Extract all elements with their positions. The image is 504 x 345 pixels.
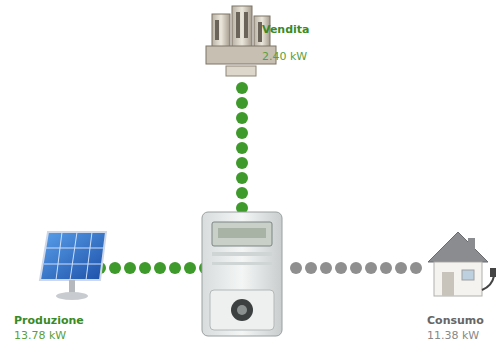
- flow-dot: [236, 172, 248, 184]
- node-title: Consumo: [427, 313, 484, 328]
- flow-dot: [154, 262, 166, 274]
- node-title: Vendita: [262, 22, 310, 37]
- node-title: Produzione: [14, 313, 84, 328]
- house-icon: [428, 232, 496, 296]
- meter-icon: [202, 212, 282, 336]
- flow-dot: [335, 262, 347, 274]
- flow-dot: [236, 142, 248, 154]
- power-value: 11.38 kW: [427, 328, 484, 343]
- solar-panel-icon: [40, 232, 106, 300]
- production-node: Produzione13.78 kW: [14, 313, 84, 343]
- flow-dots: [94, 82, 422, 274]
- flow-dot: [139, 262, 151, 274]
- flow-dot: [236, 82, 248, 94]
- flow-dot: [236, 127, 248, 139]
- flow-dot: [410, 262, 422, 274]
- flow-dot: [305, 262, 317, 274]
- flow-dot: [290, 262, 302, 274]
- consumption-node: Consumo11.38 kW: [427, 313, 484, 343]
- flow-dot: [236, 187, 248, 199]
- flow-dot: [169, 262, 181, 274]
- power-value: 2.40 kW: [262, 49, 310, 64]
- flow-dot: [124, 262, 136, 274]
- flow-dot: [365, 262, 377, 274]
- flow-dot: [395, 262, 407, 274]
- grid-node: Vendita 2.40 kW: [262, 22, 310, 64]
- power-plant-icon: [206, 6, 276, 76]
- power-value: 13.78 kW: [14, 328, 84, 343]
- flow-dot: [236, 97, 248, 109]
- flow-dot: [236, 157, 248, 169]
- flow-dot: [320, 262, 332, 274]
- flow-dot: [184, 262, 196, 274]
- flow-dot: [380, 262, 392, 274]
- flow-dot: [109, 262, 121, 274]
- flow-dot: [236, 112, 248, 124]
- flow-dot: [350, 262, 362, 274]
